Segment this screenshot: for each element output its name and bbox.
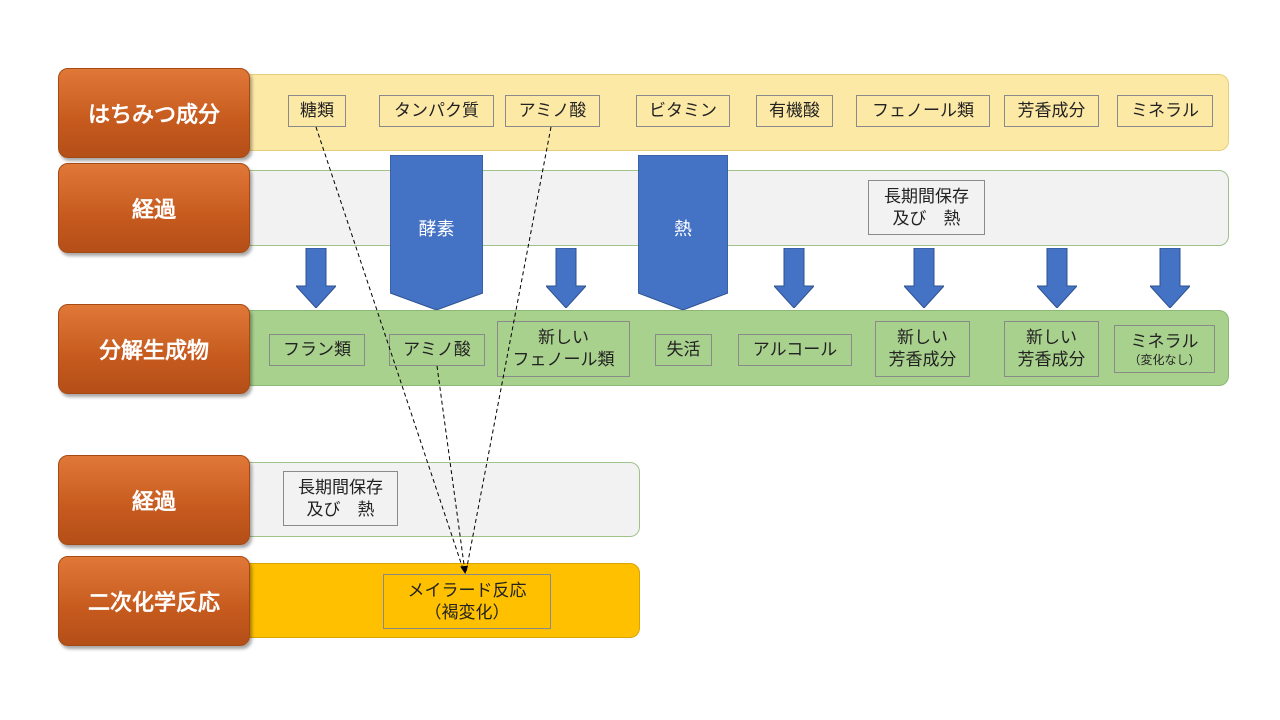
storage-heat-box-2: 長期間保存及び 熱 [283, 471, 398, 526]
enzyme-arrow-label: 酵素 [418, 219, 455, 240]
down-arrow [546, 248, 586, 308]
row-label-process-2: 経過 [58, 455, 250, 545]
down-arrow [296, 248, 336, 308]
component-box: フェノール類 [856, 95, 990, 127]
product-box: 新しいフェノール類 [497, 321, 630, 377]
component-box: ビタミン [636, 95, 730, 127]
down-arrow [1150, 248, 1190, 308]
row-label-decomposition-products: 分解生成物 [58, 304, 250, 394]
storage-heat-box: 長期間保存及び 熱 [868, 180, 985, 235]
row-label-process-1: 経過 [58, 163, 250, 253]
component-box: 糖類 [288, 95, 346, 127]
product-box: ミネラル（変化なし） [1114, 325, 1215, 373]
down-arrow [774, 248, 814, 308]
process-1-band [235, 170, 1229, 246]
row-label-secondary-reaction: 二次化学反応 [58, 556, 250, 646]
component-box: アミノ酸 [505, 95, 600, 127]
row-label-honey-components: はちみつ成分 [58, 68, 250, 158]
enzyme-arrow: 酵素 [389, 154, 484, 311]
heat-arrow: 熱 [637, 154, 729, 311]
product-box: 失活 [655, 334, 712, 366]
product-box: アミノ酸 [389, 334, 485, 366]
down-arrow [1037, 248, 1077, 308]
component-box: 有機酸 [756, 95, 833, 127]
down-arrow [904, 248, 944, 308]
product-box: フラン類 [269, 334, 365, 366]
maillard-reaction-box: メイラード反応（褐変化） [383, 574, 551, 629]
product-box: 新しい芳香成分 [1004, 321, 1099, 377]
component-box: 芳香成分 [1004, 95, 1099, 127]
heat-arrow-label: 熱 [674, 219, 692, 240]
component-box: タンパク質 [379, 95, 494, 127]
product-box: アルコール [738, 334, 852, 366]
product-box: 新しい芳香成分 [875, 321, 970, 377]
component-box: ミネラル [1117, 95, 1213, 127]
